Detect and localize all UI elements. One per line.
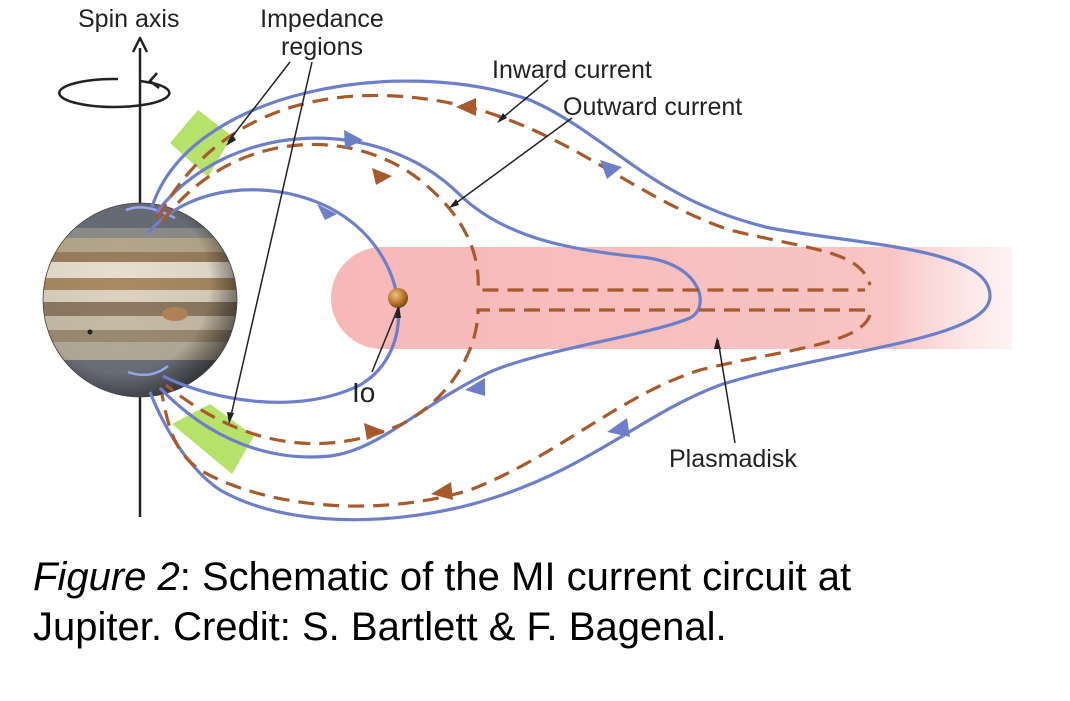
field-line-outer (148, 79, 992, 522)
leader-lines (227, 61, 736, 444)
current-arrows (364, 98, 476, 500)
caption-text-2: Jupiter. Credit: S. Bartlett & F. Bagena… (33, 605, 727, 649)
arrow-icon (600, 160, 622, 179)
leader-arrowheads (226, 113, 721, 424)
arrow-icon (449, 199, 459, 208)
caption-figure-number: Figure 2 (33, 555, 180, 599)
inward-current-label: Inward current (492, 56, 652, 84)
rotation-arrow-icon (58, 72, 171, 109)
field-line-arrows (317, 130, 630, 437)
caption-line-2: Jupiter. Credit: S. Bartlett & F. Bagena… (33, 602, 1043, 652)
spin-axis-label: Spin axis (78, 5, 179, 33)
arrow-icon (465, 378, 485, 396)
arrow-icon (395, 306, 401, 318)
caption-line-1: Figure 2: Schematic of the MI current ci… (33, 552, 1043, 602)
io-moon (388, 288, 408, 308)
arrow-icon (497, 113, 507, 123)
arrow-icon (372, 168, 392, 185)
arrow-icon (317, 204, 337, 220)
impedance-region-north (170, 110, 232, 177)
impedance-label-line2: regions (281, 33, 363, 61)
plasmadisk-label: Plasmadisk (669, 445, 797, 473)
arrow-icon (714, 337, 721, 349)
arrow-icon (227, 412, 234, 424)
arrow-icon (226, 134, 236, 146)
arrow-icon (344, 130, 363, 149)
aurora-rings (125, 206, 176, 377)
figure-caption: Figure 2: Schematic of the MI current ci… (33, 552, 1043, 652)
arrow-icon (364, 423, 385, 440)
impedance-label-line1: Impedance (260, 5, 384, 33)
field-line-middle (154, 136, 702, 459)
impedance-region-south (172, 404, 254, 474)
plasmadisk (331, 247, 1012, 349)
current-lines (156, 93, 872, 508)
jupiter-planet (42, 202, 238, 398)
inward-current-path (156, 93, 872, 508)
arrow-icon (607, 418, 630, 437)
io-label: Io (352, 377, 375, 408)
arrow-icon (431, 482, 453, 500)
jupiter-current-circuit-diagram: Spin axis Impedance regions Inward curre… (42, 5, 1012, 522)
caption-text-1: : Schematic of the MI current circuit at (179, 555, 852, 599)
outward-current-path (160, 142, 865, 446)
arrow-icon (456, 98, 476, 116)
outward-current-label: Outward current (563, 93, 742, 121)
